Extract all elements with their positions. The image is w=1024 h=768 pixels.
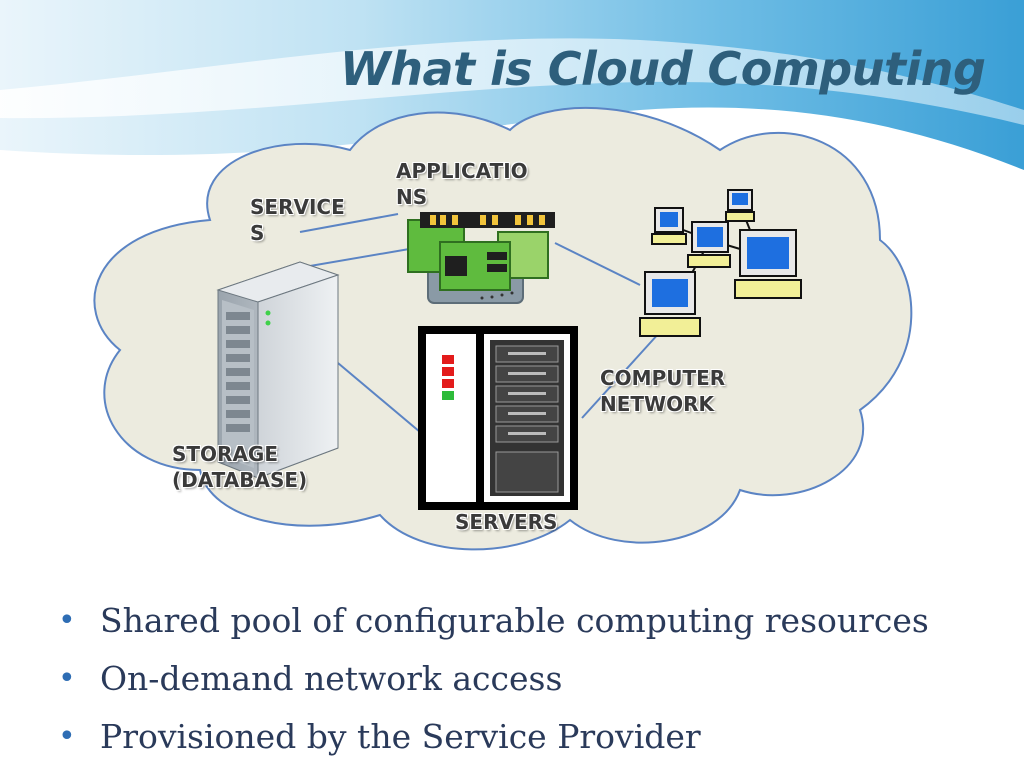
- storage-tower-icon: [216, 261, 340, 479]
- bullet-marker-icon: •: [58, 661, 76, 696]
- label-applications: APPLICATIO NS: [396, 159, 528, 209]
- label-computer-network: COMPUTER NETWORK: [600, 366, 726, 416]
- bullet-marker-icon: •: [58, 603, 76, 638]
- connector-lines: [274, 213, 661, 433]
- slide-title: What is Cloud Computing: [340, 42, 986, 96]
- bullet-item: •Shared pool of configurable computing r…: [58, 592, 929, 650]
- label-services: SERVICE S: [250, 195, 345, 245]
- cloud-diagram: [93, 106, 913, 551]
- bullet-item: •Provisioned by the Service Provider: [58, 708, 929, 766]
- bullet-list: •Shared pool of configurable computing r…: [58, 592, 929, 766]
- label-storage: STORAGE (DATABASE): [172, 442, 308, 492]
- applications-screens-icon: [407, 212, 555, 304]
- bullet-marker-icon: •: [58, 719, 76, 754]
- server-rack-icon: [418, 326, 578, 510]
- label-servers: SERVERS: [455, 510, 558, 534]
- bullet-item: •On-demand network access: [58, 650, 929, 708]
- computer-network-icon: [639, 189, 802, 337]
